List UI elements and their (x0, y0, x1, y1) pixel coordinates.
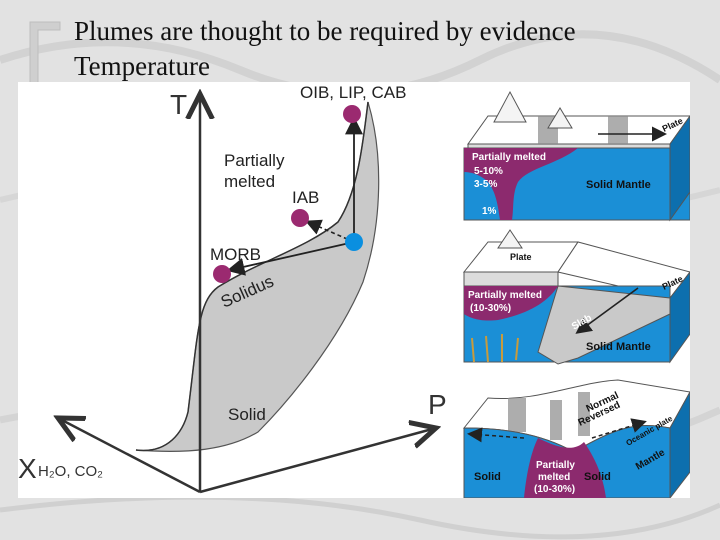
plate-edge-2 (464, 272, 558, 286)
stripe (550, 400, 562, 440)
solid-mantle-label-p1: Solid Mantle (586, 179, 651, 191)
morb-point (213, 265, 231, 283)
panel-hotspot: Plate Partially melted 5-10% 3-5% 1% Sol… (464, 92, 690, 220)
partially-melted-label-p1: Partially melted (472, 152, 546, 163)
morb-label: MORB (210, 245, 261, 264)
phase-diagram: T P X H₂O, CO₂ OIB, LIP, CAB Partially m… (18, 83, 447, 492)
solid-right-label: Solid (584, 471, 611, 483)
iab-label: IAB (292, 188, 319, 207)
x-axis (58, 418, 200, 492)
iab-point (291, 209, 309, 227)
x-axis-label: X (18, 453, 37, 484)
pct-3-5: 3-5% (474, 179, 497, 190)
plate-label-2a: Plate (510, 252, 532, 262)
pct-10-30-p2: (10-30%) (470, 303, 511, 314)
volcano-icon (494, 92, 526, 122)
partially-melted-label-2: melted (224, 172, 275, 191)
pct-1: 1% (482, 206, 497, 217)
partially-label-p3: Partially (536, 460, 575, 471)
partially-melted-label-1: Partially (224, 151, 285, 170)
panel-subduction: Plate Plate Partially melted (10-30%) Sl… (464, 230, 690, 364)
solid-label: Solid (228, 405, 266, 424)
figure-svg: T P X H₂O, CO₂ OIB, LIP, CAB Partially m… (18, 82, 690, 498)
melted-label-p3: melted (538, 472, 570, 483)
solid-mantle-label-p2: Solid Mantle (586, 341, 651, 353)
title-line-1: Plumes are thought to be required by evi… (74, 14, 576, 49)
p-axis-label: P (428, 389, 447, 420)
stripe (608, 116, 628, 144)
pct-10-30-p3: (10-30%) (534, 484, 575, 495)
source-point (345, 233, 363, 251)
solid-left-label: Solid (474, 471, 501, 483)
t-axis-label: T (170, 89, 187, 120)
x-axis-subscript: H₂O, CO₂ (38, 463, 103, 480)
figure-panel: T P X H₂O, CO₂ OIB, LIP, CAB Partially m… (18, 82, 690, 498)
slide-title: Plumes are thought to be required by evi… (74, 14, 576, 84)
volcano-icon (498, 230, 522, 248)
title-line-2: Temperature (74, 49, 576, 84)
stripe (508, 398, 526, 432)
partially-melted-label-p2: Partially melted (468, 290, 542, 301)
pct-5-10: 5-10% (474, 166, 503, 177)
oib-point (343, 105, 361, 123)
oib-label: OIB, LIP, CAB (300, 83, 406, 102)
panel-ridge: Normal Reversed Oceanic plate Mantle Sol… (464, 380, 690, 498)
